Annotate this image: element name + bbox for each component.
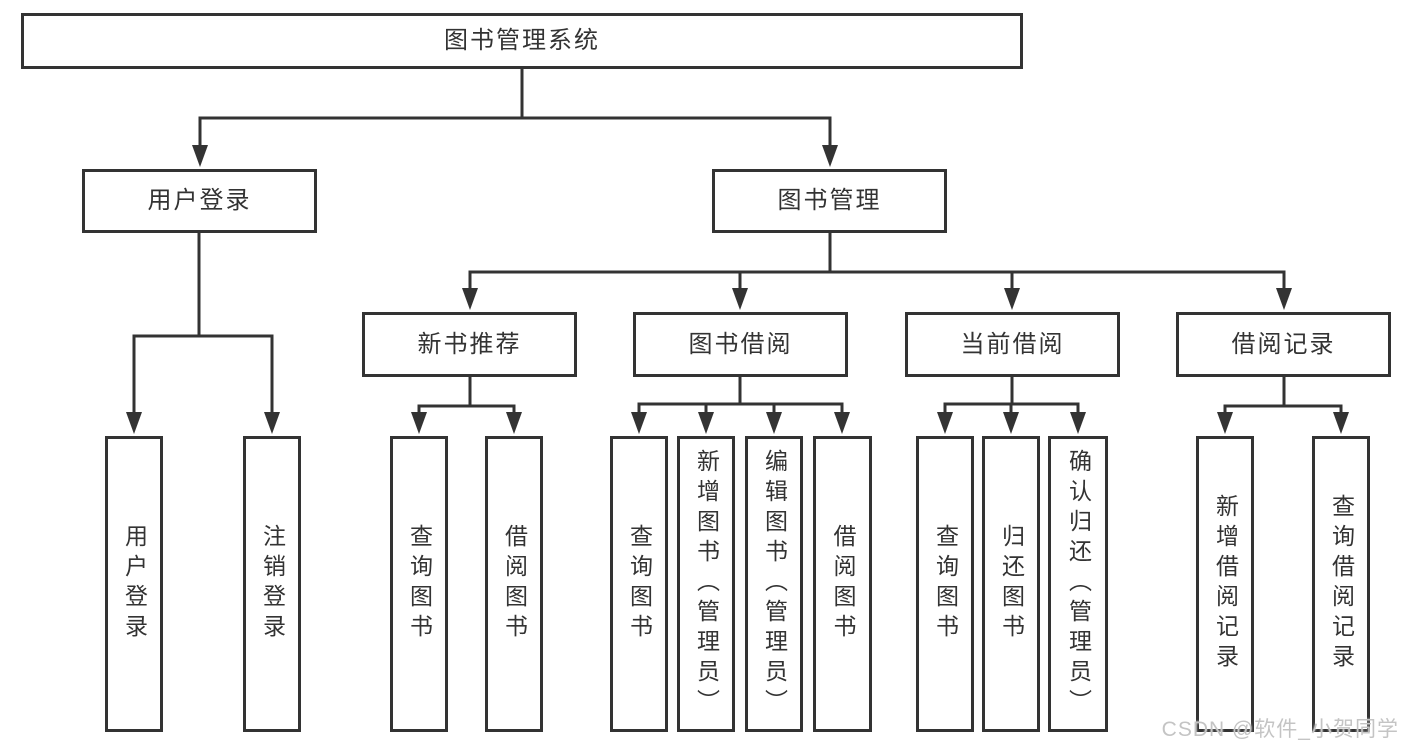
watermark: CSDN @软件_小贺同学 (1161, 718, 1399, 741)
leaf-recommend-borrow-books: 借阅图书 (485, 436, 543, 732)
leaf-current-return-books-label: 归还图书 (998, 524, 1025, 644)
leaf-record-query-borrow-record: 查询借阅记录 (1312, 436, 1370, 732)
leaf-borrow-add-books-admin: 新增图书（管理员） (677, 436, 735, 732)
leaf-recommend-query-books: 查询图书 (390, 436, 448, 732)
node-new-book-recommendation-label: 新书推荐 (417, 330, 522, 358)
leaf-record-add-borrow-record: 新增借阅记录 (1196, 436, 1254, 732)
leaf-borrow-query-books: 查询图书 (610, 436, 668, 732)
leaf-record-query-borrow-record-label: 查询借阅记录 (1328, 494, 1355, 674)
leaf-recommend-query-books-label: 查询图书 (406, 524, 433, 644)
leaf-current-return-books: 归还图书 (982, 436, 1040, 732)
node-user-login: 用户登录 (82, 169, 317, 233)
leaf-borrow-edit-books-admin: 编辑图书（管理员） (745, 436, 803, 732)
node-current-borrowing-label: 当前借阅 (960, 330, 1065, 358)
leaf-current-confirm-return-admin-label: 确认归还（管理员） (1065, 449, 1092, 719)
node-book-management-label: 图书管理 (777, 187, 882, 214)
leaf-record-add-borrow-record-label: 新增借阅记录 (1212, 494, 1239, 674)
leaf-borrow-borrow-books: 借阅图书 (813, 436, 872, 732)
node-new-book-recommendation: 新书推荐 (362, 312, 577, 377)
node-book-borrowing: 图书借阅 (633, 312, 848, 377)
leaf-logout-login-label: 注销登录 (259, 524, 286, 644)
leaf-borrow-add-books-admin-label: 新增图书（管理员） (693, 449, 720, 719)
leaf-borrow-query-books-label: 查询图书 (626, 524, 653, 644)
leaf-recommend-borrow-books-label: 借阅图书 (501, 524, 528, 644)
leaf-logout-login: 注销登录 (243, 436, 301, 732)
leaf-current-confirm-return-admin: 确认归还（管理员） (1048, 436, 1108, 732)
node-library-management-system-label: 图书管理系统 (444, 27, 600, 54)
leaf-borrow-edit-books-admin-label: 编辑图书（管理员） (761, 449, 788, 719)
node-book-management: 图书管理 (712, 169, 947, 233)
leaf-borrow-borrow-books-label: 借阅图书 (830, 524, 856, 644)
node-book-borrowing-label: 图书借阅 (688, 330, 793, 358)
leaf-current-query-books-label: 查询图书 (932, 524, 959, 644)
node-user-login-label: 用户登录 (147, 187, 252, 214)
node-borrowing-records-label: 借阅记录 (1231, 330, 1336, 358)
leaf-current-query-books: 查询图书 (916, 436, 974, 732)
leaf-user-login-label: 用户登录 (121, 524, 148, 644)
leaf-user-login: 用户登录 (105, 436, 163, 732)
node-current-borrowing: 当前借阅 (905, 312, 1120, 377)
node-library-management-system: 图书管理系统 (21, 13, 1023, 69)
node-borrowing-records: 借阅记录 (1176, 312, 1391, 377)
